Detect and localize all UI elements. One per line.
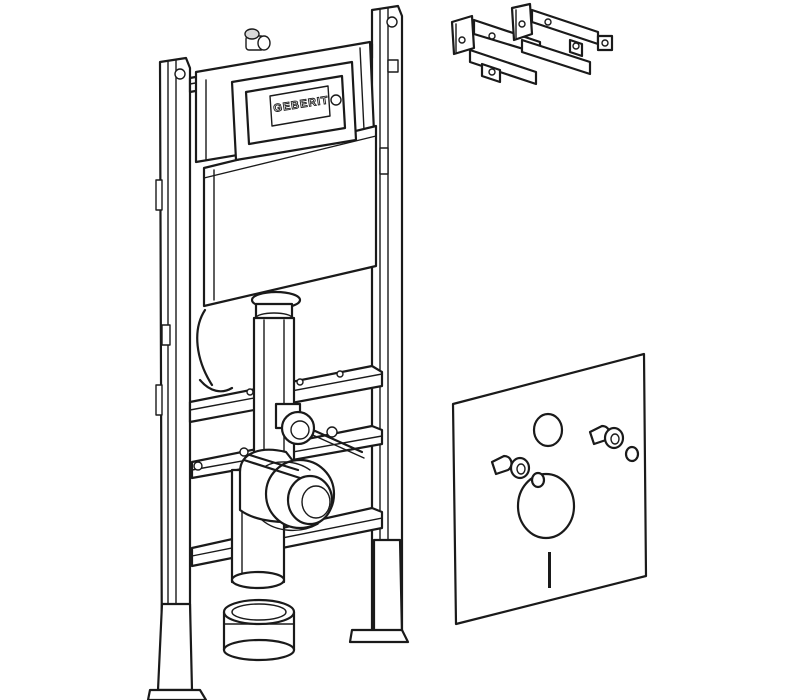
marking-slot: [548, 552, 551, 588]
supply-hose: [196, 308, 214, 387]
drain-hole: [516, 472, 576, 540]
fixing-bolts: [193, 402, 365, 480]
wall-brackets: [450, 2, 614, 86]
flush-pipe: [250, 290, 302, 470]
flush-pipe-hole: [532, 412, 564, 448]
bolt-sleeve-left: [490, 454, 546, 489]
wall-bracket-right: [510, 2, 600, 76]
actuator-opening: GEBERIT: [230, 60, 358, 162]
drain-elbow: [230, 448, 336, 590]
sound-insulation-plate: [451, 352, 648, 626]
water-inlet-valve: [244, 28, 271, 51]
pipe-connector: [222, 598, 296, 662]
bolt-sleeve-right: [588, 424, 640, 463]
